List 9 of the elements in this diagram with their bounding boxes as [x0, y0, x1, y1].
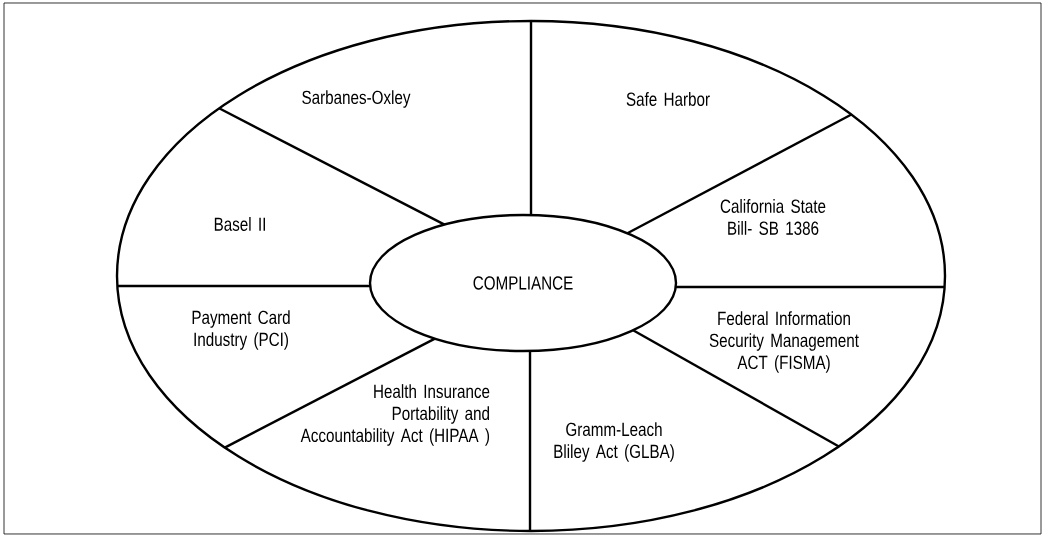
- sector-label: Basel II: [214, 217, 265, 231]
- sector-label: Safe Harbor: [626, 92, 710, 106]
- sector-label: Payment Card Industry (PCI): [192, 310, 290, 350]
- sector-label: Health Insurance Portability and Accountability Act (HIPAA ): [300, 384, 490, 446]
- outer-ellipse: [115, 19, 947, 533]
- sector-label: Sarbanes-Oxley: [302, 90, 411, 108]
- sector-label: Gramm-Leach Bliley Act (GLBA): [554, 422, 674, 462]
- sector-label: California State Bill- SB 1386: [720, 199, 826, 235]
- sector-label: Federal Information Security Management ACT (FISMA): [709, 311, 859, 373]
